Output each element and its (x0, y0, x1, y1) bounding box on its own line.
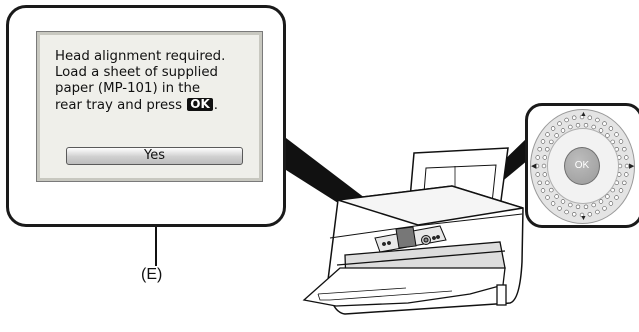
wheel-dot (615, 196, 619, 200)
wheel-dot (561, 200, 565, 204)
wheel-dot (541, 189, 545, 193)
down-arrow-icon[interactable]: ▼ (580, 215, 587, 222)
wheel-dot (549, 188, 553, 192)
wheel-dot (551, 202, 555, 206)
up-arrow-icon[interactable]: ▲ (580, 111, 587, 118)
wheel-dot (622, 181, 626, 185)
wheel-dot (545, 181, 549, 185)
wheel-dot (546, 196, 550, 200)
wheel-dot (584, 205, 588, 209)
wheel-dot (546, 133, 550, 137)
wheel-dot (609, 127, 613, 131)
wheel-dot (576, 123, 580, 127)
wheel-dot (543, 173, 547, 177)
wheel-dot (622, 147, 626, 151)
wheel-dot (624, 156, 628, 160)
wheel-dot (596, 118, 600, 122)
wheel-dot (541, 140, 545, 144)
wheel-dot (572, 116, 576, 120)
wheel-dot (624, 173, 628, 177)
wheel-dot (555, 195, 559, 199)
wheel-dot (542, 164, 546, 168)
wheel-dot (596, 210, 600, 214)
wheel-dot (609, 202, 613, 206)
wheel-dot (543, 156, 547, 160)
wheel-dot (599, 200, 603, 204)
wheel-dot (588, 116, 592, 120)
wheel-dot (588, 212, 592, 216)
wheel-dot (592, 203, 596, 207)
wheel-dot (561, 129, 565, 133)
left-arrow-icon[interactable]: ◀ (531, 163, 536, 170)
wheel-dot (558, 207, 562, 211)
wheel-dot (568, 125, 572, 129)
wheel-dot (584, 123, 588, 127)
wheel-dot (545, 147, 549, 151)
wheel-dot (619, 189, 623, 193)
wheel-dot (538, 181, 542, 185)
wheel-dot (558, 122, 562, 126)
wheel-dot (568, 203, 572, 207)
wheel-dot (565, 118, 569, 122)
wheel-dot (536, 156, 540, 160)
wheel-dot (572, 212, 576, 216)
ok-button[interactable]: OK (564, 147, 600, 185)
wheel-dot (603, 122, 607, 126)
wheel-dot (619, 140, 623, 144)
wheel-dot (615, 133, 619, 137)
wheel-dot (565, 210, 569, 214)
wheel-dot (576, 205, 580, 209)
right-arrow-icon[interactable]: ▶ (629, 163, 634, 170)
wheel-dot (551, 127, 555, 131)
wheel-dot (536, 173, 540, 177)
wheel-dot (603, 207, 607, 211)
wheel-dot (538, 147, 542, 151)
